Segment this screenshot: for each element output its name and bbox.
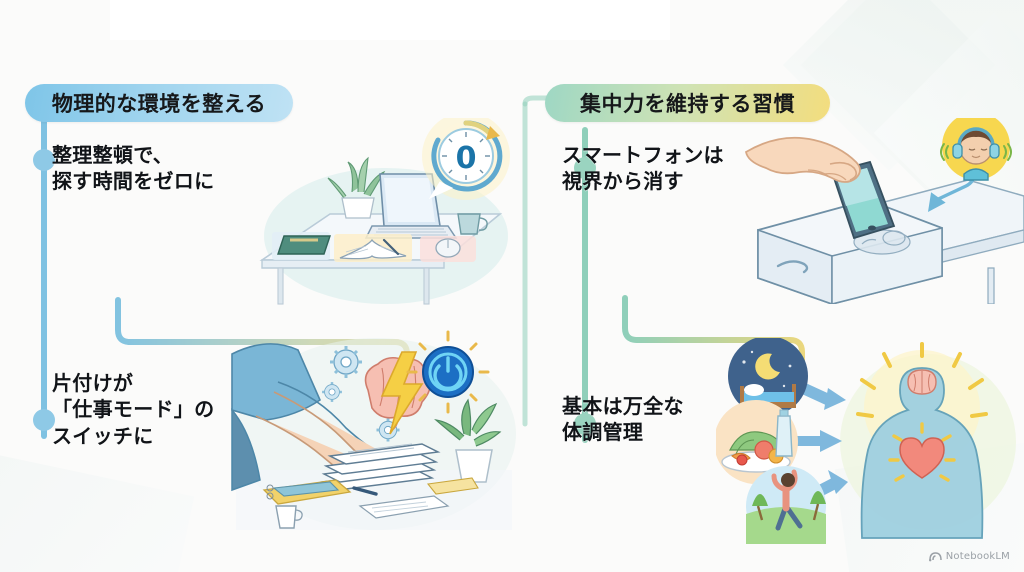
brain-icon: [907, 369, 937, 395]
power-button-icon: [406, 330, 490, 414]
heart-icon: [888, 422, 956, 482]
sleep-icon: [728, 338, 808, 416]
svg-text:0: 0: [456, 141, 477, 176]
notebooklm-watermark-text: NotebookLM: [945, 551, 1010, 562]
nutrition-icon: [716, 400, 798, 484]
zero-timer-clock: 0: [422, 118, 510, 200]
column-header-left: 物理的な環境を整える: [25, 84, 293, 122]
column-header-right: 集中力を維持する習慣: [545, 84, 830, 122]
column-header-right-text: 集中力を維持する習慣: [580, 92, 795, 116]
notebooklm-logo-icon: [928, 551, 942, 562]
exercise-icon: [746, 466, 826, 544]
notebooklm-watermark: NotebookLM: [928, 551, 1010, 562]
tidying-papers-illustration: [226, 330, 522, 538]
health-basics-illustration: [716, 338, 1016, 544]
item-label-left-1: 整理整頓で、 探す時間をゼロに: [52, 143, 215, 194]
headphones-person-icon: [940, 118, 1012, 181]
item-label-right-1: スマートフォンは 視界から消す: [562, 143, 724, 194]
lightning-bolt-icon: [380, 351, 424, 435]
phone-in-drawer-illustration: [736, 118, 1024, 304]
column-header-left-text: 物理的な環境を整える: [51, 92, 267, 116]
tidy-desk-illustration: 0: [234, 118, 524, 308]
background-top-band: [110, 0, 670, 40]
item-label-right-2: 基本は万全な 体調管理: [562, 394, 684, 445]
item-label-left-2: 片付けが 「仕事モード」の スイッチに: [52, 371, 215, 448]
